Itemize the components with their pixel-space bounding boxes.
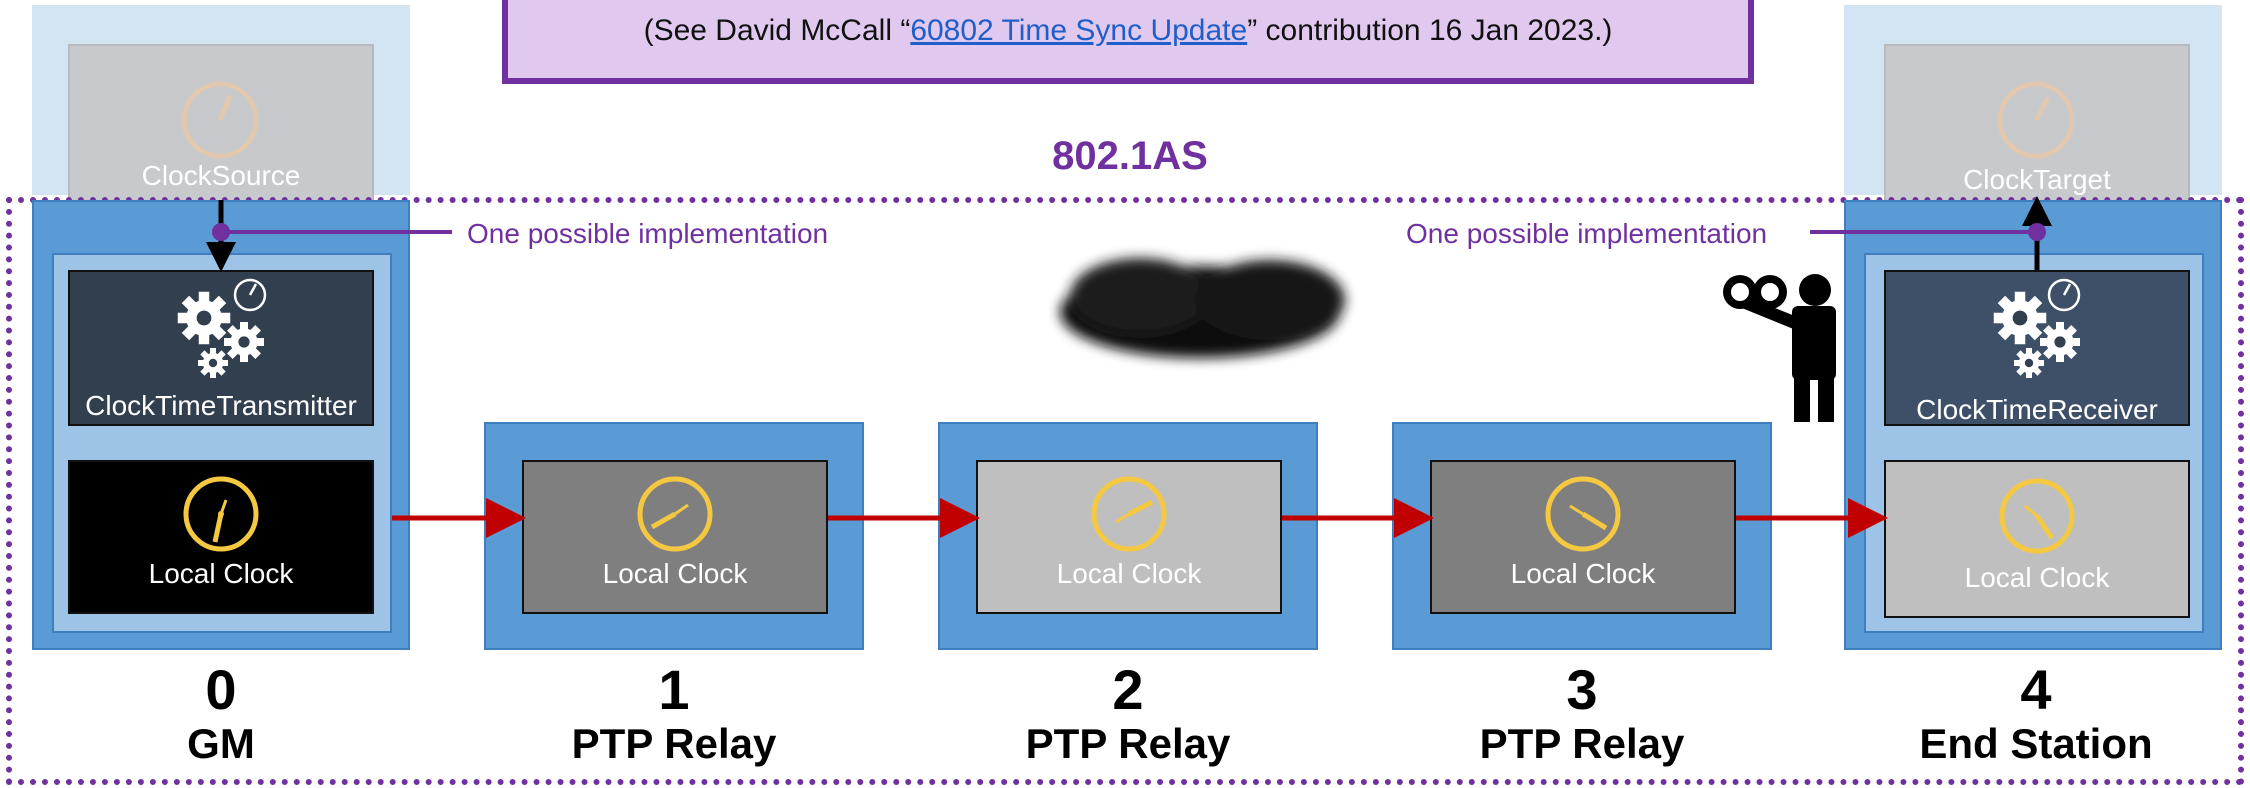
note-prefix: (See David McCall “ xyxy=(643,14,911,47)
gm-local-clock: Local Clock xyxy=(68,460,374,614)
node-role-4: End Station xyxy=(1919,720,2153,767)
domain-label: 802.1AS xyxy=(1052,134,1208,178)
relay-1-clock-icon xyxy=(637,476,713,552)
relay-3-local-clock-label: Local Clock xyxy=(1510,558,1656,589)
implementation-note-right: One possible implementation xyxy=(1406,218,1768,249)
clock-source-box xyxy=(68,44,374,204)
implementation-dot-right xyxy=(2028,223,2046,241)
node-role-2: PTP Relay xyxy=(1025,720,1231,767)
binoculars-observer-icon xyxy=(1723,274,1836,422)
note-suffix: ” contribution 16 Jan 2023.) xyxy=(1247,14,1613,47)
node-role-0: GM xyxy=(187,720,255,767)
end-station-local-clock-label: Local Clock xyxy=(1964,562,2110,593)
relay-2-local-clock: Local Clock xyxy=(976,460,1282,614)
node-role-1: PTP Relay xyxy=(571,720,777,767)
reference-note-text: (See David McCall “60802 Time Sync Updat… xyxy=(644,4,1613,46)
transmitter-label: ClockTimeTransmitter xyxy=(85,390,357,421)
gm-clock-icon xyxy=(183,476,259,552)
clock-time-transmitter: ClockTimeTransmitter xyxy=(68,270,374,426)
node-number-2: 2 xyxy=(1112,658,1144,721)
gm-local-clock-label: Local Clock xyxy=(148,558,294,589)
node-number-3: 3 xyxy=(1566,658,1598,721)
transmitter-gears-icon xyxy=(177,278,267,378)
relay-1-local-clock-label: Local Clock xyxy=(602,558,748,589)
reference-note: (See David McCall “60802 Time Sync Updat… xyxy=(502,0,1754,84)
clock-source-clock-icon xyxy=(181,81,259,159)
domain-boundary xyxy=(6,197,2244,785)
end-station-clock-icon xyxy=(1999,478,2075,554)
node-number-1: 1 xyxy=(658,658,690,721)
clock-time-receiver: ClockTimeReceiver xyxy=(1884,270,2190,426)
reference-link[interactable]: 60802 Time Sync Update xyxy=(910,14,1248,47)
clock-source-label: ClockSource xyxy=(141,160,301,191)
end-station-local-clock: Local Clock xyxy=(1884,460,2190,618)
receiver-label: ClockTimeReceiver xyxy=(1916,394,2158,425)
relay-2-local-clock-label: Local Clock xyxy=(1056,558,1202,589)
receiver-gears-icon xyxy=(1993,278,2081,378)
node-number-0: 0 xyxy=(205,658,237,721)
relay-3-local-clock: Local Clock xyxy=(1430,460,1736,614)
clock-target-label: ClockTarget xyxy=(1963,164,2111,195)
clock-target-clock-icon xyxy=(1997,81,2075,159)
noise-cloud-icon xyxy=(1060,258,1345,358)
node-role-3: PTP Relay xyxy=(1479,720,1685,767)
relay-3-clock-icon xyxy=(1545,476,1621,552)
node-number-4: 4 xyxy=(2020,658,2052,721)
relay-1-local-clock: Local Clock xyxy=(522,460,828,614)
implementation-dot-left xyxy=(212,223,230,241)
relay-2-clock-icon xyxy=(1091,476,1167,552)
implementation-note-left: One possible implementation xyxy=(467,218,829,249)
